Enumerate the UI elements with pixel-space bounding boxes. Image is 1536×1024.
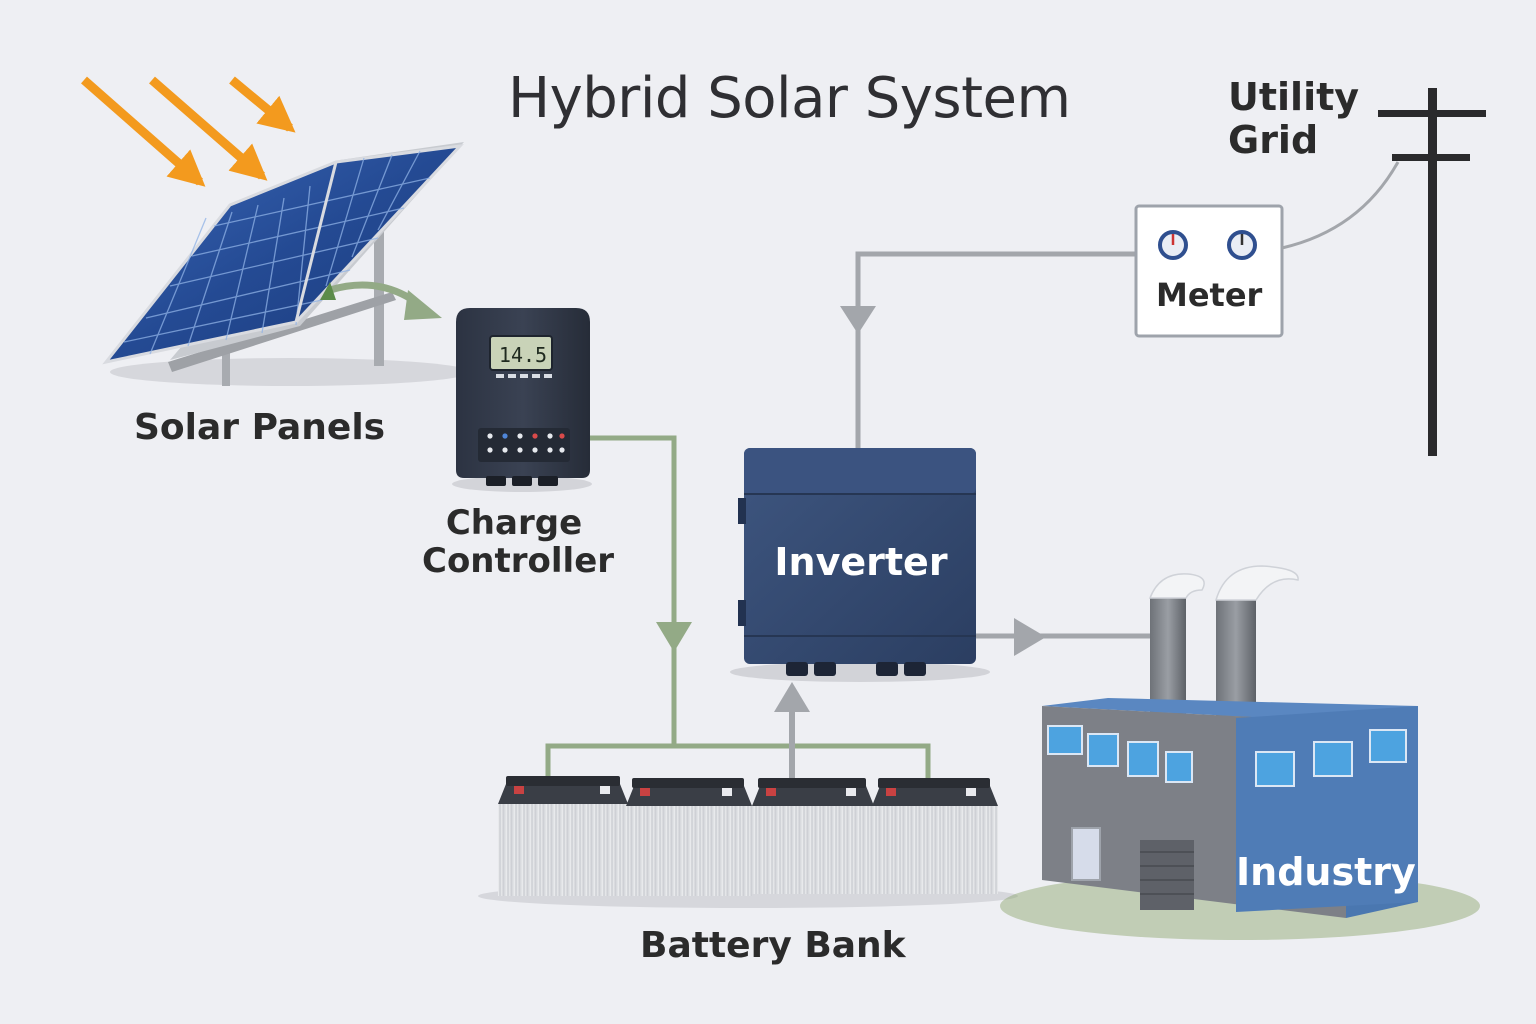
industry-label: Industry [1236,850,1416,894]
charge-controller-label: Charge Controller [422,503,615,582]
diagram-title: Hybrid Solar System [508,66,1071,131]
solar-panels-icon [102,142,470,386]
grid-to-inverter-line [840,251,1138,448]
utility-grid-label-line2: Grid [1228,117,1319,162]
battery-arrow-down-icon [656,622,692,652]
battery-bank-label: Battery Bank [640,925,906,966]
battery-bank-icon [478,776,1018,908]
utility-grid-label-line1: Utility [1228,75,1360,119]
battery-to-inverter-arrow [774,682,810,780]
utility-grid-label: Utility Grid [1228,76,1359,161]
charge-controller-label-line2: Controller [422,541,615,582]
sun-rays-icon [81,76,296,187]
charge-controller-label-line1: Charge [445,503,583,543]
meter-to-pole-wire [1281,161,1400,250]
inverter-icon [730,448,990,682]
meter-icon [1134,204,1284,338]
charge-controller-icon [452,308,592,492]
inverter-label: Inverter [774,540,948,584]
utility-pole-icon [1378,88,1486,456]
panel-to-controller-arrow [320,281,442,320]
meter-label: Meter [1156,276,1263,314]
industry-building-icon [1000,565,1480,940]
inverter-to-industry-arrow [976,618,1150,656]
solar-panels-label: Solar Panels [134,407,386,448]
controller-display-readout: 14.5 [498,343,548,367]
